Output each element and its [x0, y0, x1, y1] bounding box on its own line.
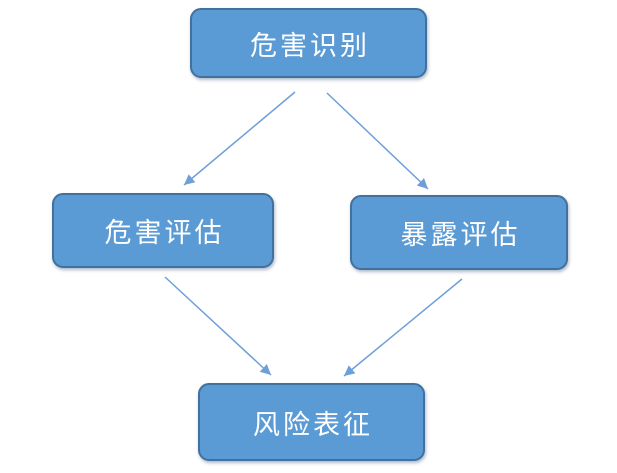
arrow-exposure-assessment-to-risk-characterization: [343, 278, 463, 377]
arrow-hazard-identification-to-exposure-assessment: [326, 92, 429, 190]
arrow-hazard-assessment-to-risk-characterization: [164, 276, 272, 376]
node-hazard-assessment: 危害评估: [52, 193, 274, 268]
node-hazard-identification-label: 危害识别: [250, 30, 370, 61]
node-risk-characterization-label: 风险表征: [253, 409, 373, 440]
node-hazard-identification: 危害识别: [190, 8, 427, 78]
arrow-hazard-identification-to-hazard-assessment: [183, 91, 296, 186]
node-exposure-assessment-label: 暴露评估: [400, 220, 521, 250]
node-risk-characterization: 风险表征: [198, 383, 425, 461]
node-hazard-assessment-label: 危害评估: [104, 218, 225, 248]
node-exposure-assessment: 暴露评估: [350, 195, 568, 270]
